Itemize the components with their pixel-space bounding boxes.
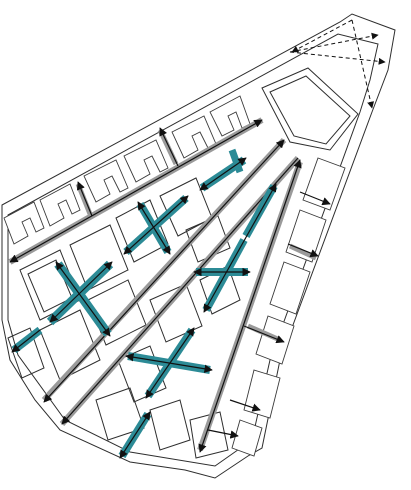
- middle-building-blocks: [95, 215, 241, 459]
- site-boundary: [1, 13, 396, 479]
- pentagon-plaza: [261, 67, 359, 151]
- teal-axis-arrows: [11, 157, 277, 459]
- top-building-row: [3, 95, 251, 245]
- dashed-route-triangle: [289, 19, 386, 109]
